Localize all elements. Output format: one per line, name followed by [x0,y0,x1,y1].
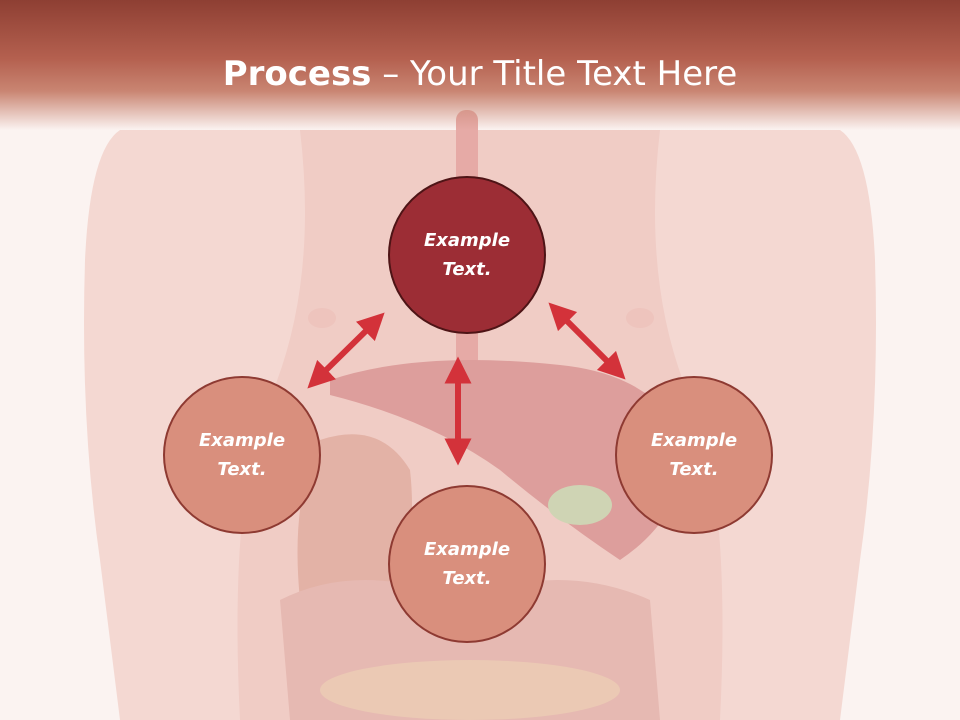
node-left-label: Example Text. [198,430,286,480]
node-right-label: Example Text. [650,430,738,480]
node-right: Example Text. [615,376,773,534]
arrow-top-right [548,302,626,380]
node-top-label: Example Text. [423,230,511,280]
title-rest: – Your Title Text Here [371,54,738,94]
title-banner [0,0,960,130]
title-bold: Process [222,54,372,94]
node-bottom-label: Example Text. [423,539,511,589]
slide-title: Process – Your Title Text Here [0,52,960,96]
node-left: Example Text. [163,376,321,534]
arrow-top-left [307,312,385,389]
node-bottom: Example Text. [388,485,546,643]
node-top: Example Text. [388,176,546,334]
